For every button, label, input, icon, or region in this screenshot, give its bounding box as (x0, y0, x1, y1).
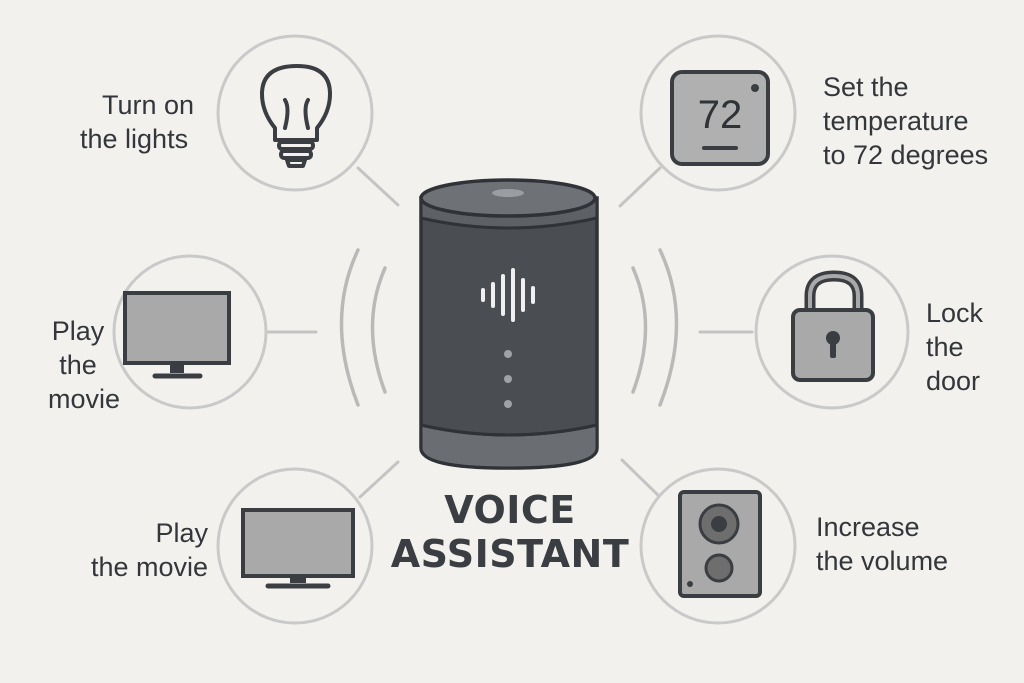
label-line: Play (155, 518, 208, 548)
sound-waves (339, 248, 679, 407)
label-line: Lock (926, 298, 984, 328)
label-lock: Lock the door (926, 296, 983, 398)
label-lights: Turn on the lights (80, 88, 194, 156)
label-line: Play (51, 316, 105, 346)
label-line: movie (48, 384, 121, 414)
label-movie-bottom: Play the movie (78, 516, 208, 584)
speaker-icon (678, 490, 762, 598)
title-line-2: ASSISTANT (390, 532, 630, 576)
padlock-icon (791, 270, 875, 382)
diagram-title: VOICE ASSISTANT (380, 488, 640, 576)
label-line: the movie (90, 552, 208, 582)
label-temperature: Set the temperature to 72 degrees (823, 70, 988, 172)
waveform-icon (481, 268, 535, 322)
label-movie-left: Play the movie (48, 314, 121, 416)
connector-lines (266, 166, 754, 499)
label-line: the lights (80, 124, 189, 154)
label-line: the (926, 332, 964, 362)
ring-lights (216, 34, 374, 192)
thermostat-icon (670, 70, 770, 166)
label-line: the volume (816, 546, 949, 576)
label-line: the (59, 350, 97, 380)
lightbulb-icon (260, 64, 332, 168)
monitor-icon (123, 291, 231, 379)
label-line: Turn on (102, 90, 195, 120)
title-line-1: VOICE (444, 488, 576, 532)
label-line: temperature (823, 106, 969, 136)
label-line: to 72 degrees (823, 140, 989, 170)
label-line: door (926, 366, 981, 396)
label-volume: Increase the volume (816, 510, 948, 578)
label-line: Set the (823, 72, 909, 102)
label-line: Increase (816, 512, 920, 542)
thermostat-display: 72 (697, 93, 743, 137)
status-dots (504, 350, 512, 408)
smart-speaker (419, 178, 599, 470)
tv-icon (241, 508, 355, 589)
